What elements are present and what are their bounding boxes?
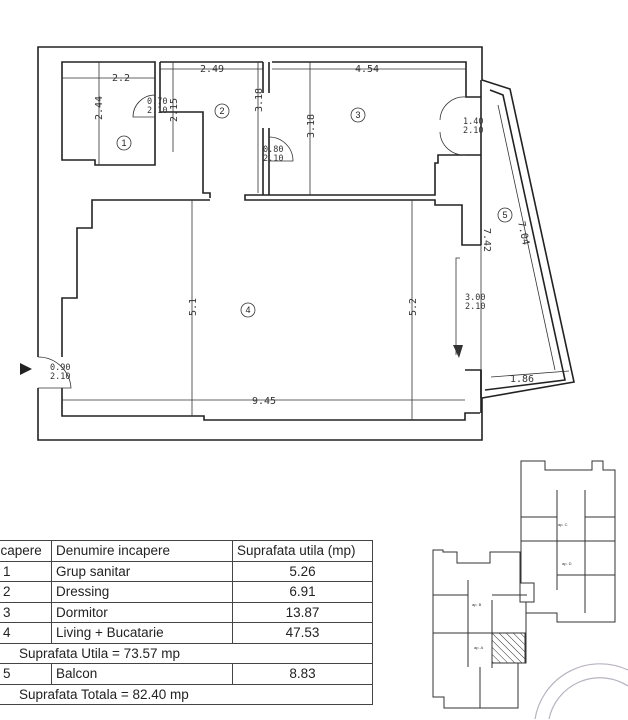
- dim-label: 5.2: [408, 298, 419, 316]
- keyplan-label: ap. A: [474, 645, 483, 650]
- room-1-wall: [61, 61, 156, 166]
- dim-label: 3.18: [254, 88, 265, 112]
- apartment-highlight: [491, 632, 526, 664]
- door-label: 0.802.10: [263, 145, 283, 164]
- cell-name: Dormitor: [51, 601, 233, 623]
- room-number-2: 2: [214, 103, 230, 119]
- subtotal-cell: Suprafata Utila = 73.57 mp: [0, 642, 373, 664]
- svg-text:0.90: 0.90: [50, 363, 70, 373]
- dim-label: 9.45: [252, 396, 276, 407]
- room-number-1: 1: [116, 135, 132, 151]
- svg-text:2: 2: [219, 106, 224, 116]
- room-number-3: 3: [350, 107, 366, 123]
- keyplan-label: ap. B: [472, 602, 482, 607]
- svg-text:0.80: 0.80: [263, 145, 283, 155]
- door-swing: [268, 136, 294, 162]
- dimension-lines: [62, 62, 570, 420]
- dim-label: 2.44: [94, 96, 105, 120]
- cell-area: 5.26: [232, 560, 373, 582]
- door-swing: [37, 356, 72, 389]
- header-area: Suprafata utila (mp): [232, 540, 373, 562]
- entrance-arrow-icon: [20, 363, 32, 375]
- room-number-4: 4: [240, 302, 256, 318]
- cell-nr: 2: [0, 581, 52, 603]
- door-swing: [439, 96, 467, 156]
- svg-text:1.40: 1.40: [463, 117, 483, 127]
- cell-name: Balcon: [51, 663, 233, 685]
- door-label: 1.402.10: [463, 117, 483, 136]
- keyplan-label: ap. C: [558, 522, 568, 527]
- room-3-wall: [244, 61, 481, 246]
- door-label: 0.902.10: [50, 363, 70, 382]
- total-cell: Suprafata Totala = 82.40 mp: [0, 683, 373, 705]
- dim-label: 7.04: [515, 220, 531, 246]
- room-number-5: 5: [497, 207, 513, 223]
- balcony-wall: [481, 79, 575, 399]
- svg-text:3: 3: [355, 110, 360, 120]
- door-swing: [132, 94, 156, 118]
- sliding-arrow-icon: [453, 345, 463, 358]
- header-nr: Nr. incapere: [0, 540, 52, 562]
- header-name: Denumire incapere: [51, 540, 233, 562]
- svg-text:2.10: 2.10: [50, 372, 70, 382]
- cell-name: Grup sanitar: [51, 560, 233, 582]
- cell-area: 6.91: [232, 581, 373, 603]
- building-key-plan: [432, 460, 616, 709]
- svg-text:1: 1: [121, 138, 126, 148]
- outer-wall: [37, 46, 483, 441]
- svg-text:2.10: 2.10: [463, 126, 483, 136]
- dim-label: 7.42: [481, 228, 492, 252]
- dim-label: 2.15: [169, 98, 180, 122]
- cell-area: 13.87: [232, 601, 373, 623]
- svg-text:2.10: 2.10: [147, 106, 167, 116]
- svg-text:3.00: 3.00: [465, 293, 485, 303]
- dim-label: 1.86: [510, 374, 534, 385]
- svg-text:4: 4: [245, 305, 250, 315]
- dim-label: 2.2: [112, 73, 130, 84]
- total-row: Suprafata Totala = 82.40 mp: [0, 683, 373, 705]
- cell-nr: 5: [0, 663, 52, 685]
- door-label: 3.002.10: [465, 293, 485, 312]
- table-header: Nr. incapere Denumire incapere Suprafata…: [0, 540, 373, 562]
- svg-text:2.10: 2.10: [465, 302, 485, 312]
- subtotal-row: Suprafata Utila = 73.57 mp: [0, 642, 373, 664]
- sliding-door: [455, 257, 460, 355]
- cell-name: Living + Bucatarie: [51, 622, 233, 644]
- room-2-wall: [159, 61, 270, 198]
- dim-label: 3.18: [306, 114, 317, 138]
- dim-label: 5.1: [188, 298, 199, 316]
- stamp: [534, 663, 628, 720]
- cell-nr: 1: [0, 560, 52, 582]
- keyplan-label: ap. D: [562, 561, 572, 566]
- room-area-table: Nr. incapere Denumire incapere Suprafata…: [0, 540, 373, 705]
- svg-text:5: 5: [502, 210, 507, 220]
- door-label: 0.702.10: [147, 97, 167, 116]
- cell-area: 47.53: [232, 622, 373, 644]
- svg-text:2.10: 2.10: [263, 154, 283, 164]
- dim-label: 2.49: [200, 64, 224, 75]
- dim-label: 4.54: [355, 64, 379, 75]
- cell-name: Dressing: [51, 581, 233, 603]
- cell-area: 8.83: [232, 663, 373, 685]
- svg-text:0.70: 0.70: [147, 97, 167, 107]
- cell-nr: 3: [0, 601, 52, 623]
- cell-nr: 4: [0, 622, 52, 644]
